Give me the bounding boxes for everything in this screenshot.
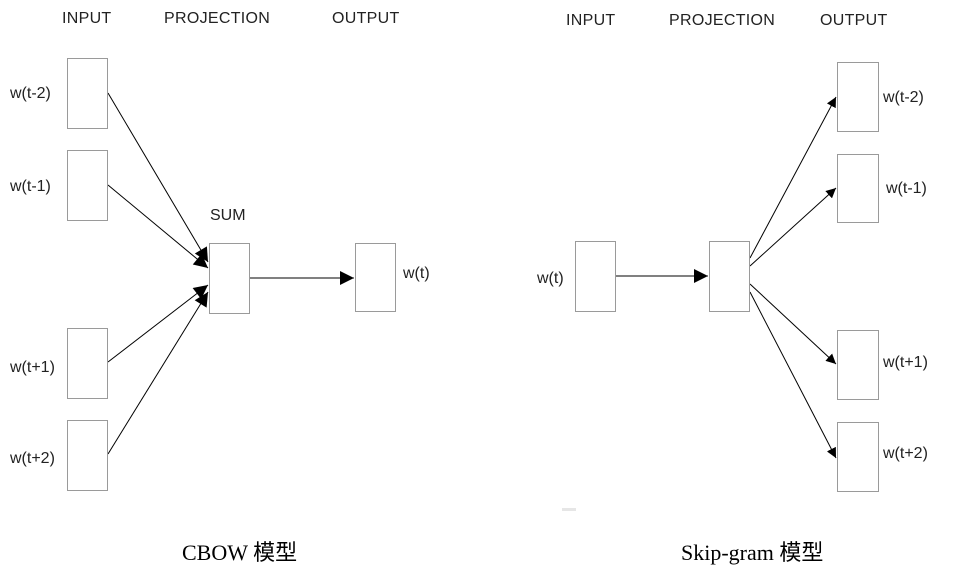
cbow-input-box-4 [67,420,108,491]
skipgram-arrow-2 [749,187,837,267]
cbow-arrow-2 [107,184,209,269]
cbow-input-label-1: w(t-2) [10,85,51,102]
cbow-header-projection: PROJECTION [164,10,271,27]
cbow-header-input: INPUT [62,10,112,27]
skipgram-output-box-1 [837,62,879,132]
skipgram-output-box-3 [837,330,879,400]
skipgram-header-output: OUTPUT [820,12,888,29]
cbow-arrow-3 [107,284,209,363]
cbow-caption: CBOW 模型 [182,540,298,565]
cbow-header-output: OUTPUT [332,10,400,27]
cbow-input-label-4: w(t+2) [10,450,55,467]
skipgram-output-label-4: w(t+2) [883,445,928,462]
cbow-projection-box [209,243,250,314]
skipgram-input-label: w(t) [537,270,564,287]
cbow-input-box-2 [67,150,108,221]
cbow-arrow-1 [107,92,209,263]
cbow-arrow-4 [107,291,209,455]
skipgram-output-label-3: w(t+1) [883,354,928,371]
skipgram-arrow-4 [749,291,837,459]
cbow-input-box-3 [67,328,108,399]
skipgram-arrow-3 [749,283,837,365]
skipgram-output-box-4 [837,422,879,492]
cbow-sum-label: SUM [210,207,246,224]
skipgram-output-box-2 [837,154,879,223]
skipgram-output-label-1: w(t-2) [883,89,924,106]
skipgram-arrow-1 [749,96,837,259]
cbow-input-label-2: w(t-1) [10,178,51,195]
cbow-input-label-3: w(t+1) [10,359,55,376]
skipgram-header-projection: PROJECTION [669,12,776,29]
skipgram-header-input: INPUT [566,12,616,29]
skipgram-output-label-2: w(t-1) [886,180,927,197]
skipgram-input-box [575,241,616,312]
skipgram-caption: Skip-gram 模型 [681,540,824,565]
skipgram-projection-box [709,241,750,312]
faint-mark [562,508,576,511]
cbow-input-box-1 [67,58,108,129]
cbow-output-label: w(t) [403,265,430,282]
cbow-output-box [355,243,396,312]
